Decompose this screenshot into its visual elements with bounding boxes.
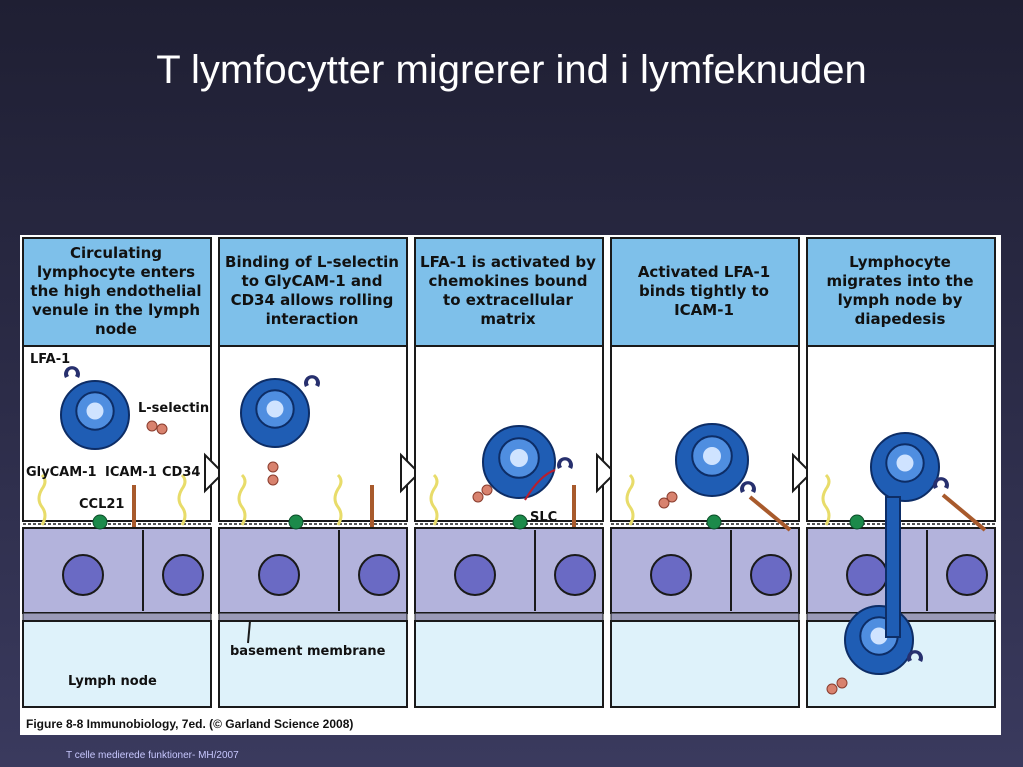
lselectin-molecule <box>666 491 678 503</box>
panel-4-heading: Activated LFA-1 binds tightly to ICAM-1 <box>637 262 771 319</box>
endothelial-nucleus <box>846 554 888 596</box>
glycam1-molecule <box>333 473 343 526</box>
activation-arrow <box>524 469 556 501</box>
figure-caption: Figure 8-8 Immunobiology, 7ed. (© Garlan… <box>26 717 354 731</box>
panel-arrow <box>400 452 421 494</box>
figure: Circulating lymphocyte enters the high e… <box>20 235 1001 735</box>
panel-3-basement-band <box>414 612 604 622</box>
endothelial-nucleus <box>454 554 496 596</box>
label-icam1: ICAM-1 <box>105 465 157 480</box>
figure-diagram <box>22 237 996 708</box>
glycam1-molecule <box>177 473 187 526</box>
panel-3-heading: LFA-1 is activated by chemokines bound t… <box>420 253 596 328</box>
lymphocyte-panel-4-nucleus-highlight <box>703 447 721 465</box>
panel-2-lymph-region <box>218 620 408 708</box>
panel-4-header-box <box>610 237 800 347</box>
lfa1-molecule <box>932 477 949 489</box>
icam1-molecule-panel-5 <box>941 493 987 532</box>
label-slc: SLC <box>530 510 558 525</box>
lselectin-molecule <box>267 461 279 473</box>
lselectin-molecule <box>156 423 168 435</box>
slide-title: T lymfocytter migrerer ind i lymfeknuden <box>156 48 867 92</box>
endothelial-nucleus <box>750 554 792 596</box>
endothelial-nucleus <box>946 554 988 596</box>
lselectin-molecule <box>146 420 158 432</box>
lymphocyte-panel-3-nucleus-highlight <box>510 449 528 467</box>
lymphocyte-panel-2-nucleus-highlight <box>266 400 284 418</box>
lymphocyte-in-lymph-node-nucleus-highlight <box>870 627 888 645</box>
panel-3-lymph-region <box>414 620 604 708</box>
panel-1-lymph-region <box>22 620 212 708</box>
cd34-molecule <box>572 485 576 527</box>
lfa1-molecule <box>304 375 320 387</box>
label-lselectin: L-selectin <box>138 401 210 416</box>
panel-arrow <box>204 452 225 494</box>
lfa1-molecule <box>557 457 573 469</box>
label-basement-membrane: basement membrane <box>230 644 386 659</box>
endothelial-nucleus <box>62 554 104 596</box>
panel-arrow <box>792 452 813 494</box>
panel-arrow <box>596 452 617 494</box>
chemokine-ccl21 <box>706 514 722 530</box>
lymphocyte-panel-1-nucleus-highlight <box>86 402 104 420</box>
cd34-molecule <box>132 485 136 527</box>
lfa1-molecule <box>907 650 923 662</box>
glycam1-molecule <box>429 473 439 526</box>
chemokine-ccl21 <box>512 514 528 530</box>
basement-membrane-pointer <box>247 620 251 644</box>
lselectin-molecule <box>826 683 838 695</box>
panel-2-header-box <box>218 237 408 347</box>
label-lymph-node: Lymph node <box>68 674 157 689</box>
chemokine-ccl21 <box>849 514 865 530</box>
glycam1-molecule <box>821 473 831 526</box>
endothelial-nucleus <box>554 554 596 596</box>
panel-1-heading: Circulating lymphocyte enters the high e… <box>30 243 202 338</box>
panel-5-heading: Lymphocyte migrates into the lymph node … <box>826 253 974 328</box>
slide-footer: T celle medierede funktioner- MH/2007 <box>66 750 239 761</box>
chemokine-ccl21 <box>92 514 108 530</box>
glycam1-molecule <box>625 473 635 526</box>
glycam1-molecule <box>37 473 47 526</box>
lselectin-molecule <box>658 497 670 509</box>
panel-2-basement-band <box>218 612 408 622</box>
lymphocyte-panel-5-nucleus-highlight <box>896 454 914 472</box>
panel-4-lymph-region <box>610 620 800 708</box>
lfa1-molecule <box>739 481 756 493</box>
lfa1-molecule <box>64 366 80 378</box>
glycam1-molecule <box>237 473 247 526</box>
label-lfa1: LFA-1 <box>30 352 71 367</box>
panel-1-basement-band <box>22 612 212 622</box>
lselectin-molecule <box>267 474 279 486</box>
endothelial-nucleus <box>358 554 400 596</box>
diapedesis-bridge <box>885 496 901 638</box>
lselectin-molecule <box>836 677 848 689</box>
endothelial-nucleus <box>258 554 300 596</box>
chemokine-ccl21 <box>288 514 304 530</box>
endothelial-nucleus <box>162 554 204 596</box>
panel-1-header-box <box>22 237 212 347</box>
lselectin-molecule <box>481 484 493 496</box>
panel-4-basement-band <box>610 612 800 622</box>
endothelial-nucleus <box>650 554 692 596</box>
panel-3-header-box <box>414 237 604 347</box>
lselectin-molecule <box>472 491 484 503</box>
panel-2-heading: Binding of L-selectin to GlyCAM-1 and CD… <box>225 253 399 328</box>
icam1-molecule <box>748 495 792 532</box>
label-ccl21: CCL21 <box>79 497 125 512</box>
cd34-molecule <box>370 485 374 527</box>
label-cd34: CD34 <box>162 465 201 480</box>
label-glycam1: GlyCAM-1 <box>26 465 97 480</box>
panel-5-header-box <box>806 237 996 347</box>
